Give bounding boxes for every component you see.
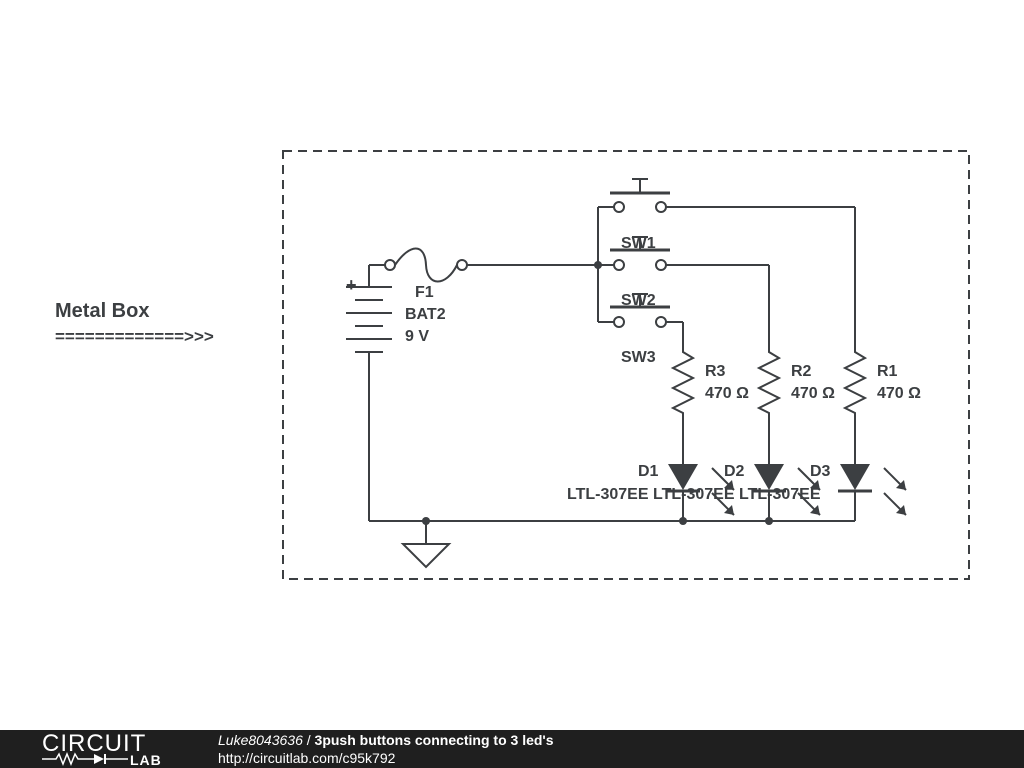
circuit-url-link[interactable]: http://circuitlab.com/c95k792 xyxy=(218,750,396,766)
battery-bat2[interactable] xyxy=(346,265,392,521)
schematic-canvas: Metal Box =============>>> + BAT2 9 V F1 xyxy=(55,150,970,580)
resistor-r3[interactable] xyxy=(670,345,696,464)
fuse-label: F1 xyxy=(415,284,434,301)
battery-value: 9 V xyxy=(405,328,429,345)
logo-circuit-text: CIRCUIT xyxy=(42,730,147,757)
metal-box-arrow: =============>>> xyxy=(55,327,214,346)
title-separator: / xyxy=(302,732,315,748)
r1-name: R1 xyxy=(877,363,898,380)
r1-value: 470 Ω xyxy=(877,385,921,402)
d2-name: D2 xyxy=(724,463,745,480)
logo-resistor-diode-icon xyxy=(42,752,128,766)
d1-name: D1 xyxy=(638,463,659,480)
author-link[interactable]: Luke8043636 xyxy=(218,732,303,748)
sw2-label: SW2 xyxy=(621,292,656,309)
led-d1[interactable] xyxy=(666,464,735,521)
sw3-label: SW3 xyxy=(621,349,656,366)
resistor-r1[interactable] xyxy=(842,345,868,464)
resistor-r2[interactable] xyxy=(756,345,782,464)
pushbutton-top[interactable] xyxy=(598,178,856,345)
sw1-label: SW1 xyxy=(621,235,656,252)
d3-name: D3 xyxy=(810,463,831,480)
d2-part: LTL-307EE xyxy=(653,486,735,503)
led-d2[interactable] xyxy=(752,464,821,521)
d3-part: LTL-307EE xyxy=(739,486,821,503)
r2-value: 470 Ω xyxy=(791,385,835,402)
battery-plus-sign: + xyxy=(346,275,357,295)
metal-box-label: Metal Box xyxy=(55,300,149,322)
pushbutton-bottom[interactable] xyxy=(598,293,684,345)
ground-symbol[interactable] xyxy=(400,521,452,569)
circuitlab-logo[interactable]: CIRCUIT LAB xyxy=(42,730,182,768)
d1-part: LTL-307EE xyxy=(567,486,649,503)
fuse-f1[interactable] xyxy=(369,247,598,283)
circuit-title[interactable]: 3push buttons connecting to 3 led's xyxy=(314,732,554,748)
metal-box-enclosure xyxy=(282,150,970,580)
logo-lab-text: LAB xyxy=(130,752,162,768)
circuit-meta: Luke8043636 / 3push buttons connecting t… xyxy=(218,731,554,767)
r2-name: R2 xyxy=(791,363,812,380)
battery-name: BAT2 xyxy=(405,306,446,323)
pushbutton-middle[interactable] xyxy=(598,236,770,345)
r3-name: R3 xyxy=(705,363,726,380)
footer-bar: CIRCUIT LAB Luke8043636 / 3push buttons … xyxy=(0,730,1024,768)
d1-junction xyxy=(679,517,687,525)
led-d3[interactable] xyxy=(838,464,907,521)
d2-junction xyxy=(765,517,773,525)
r3-value: 470 Ω xyxy=(705,385,749,402)
